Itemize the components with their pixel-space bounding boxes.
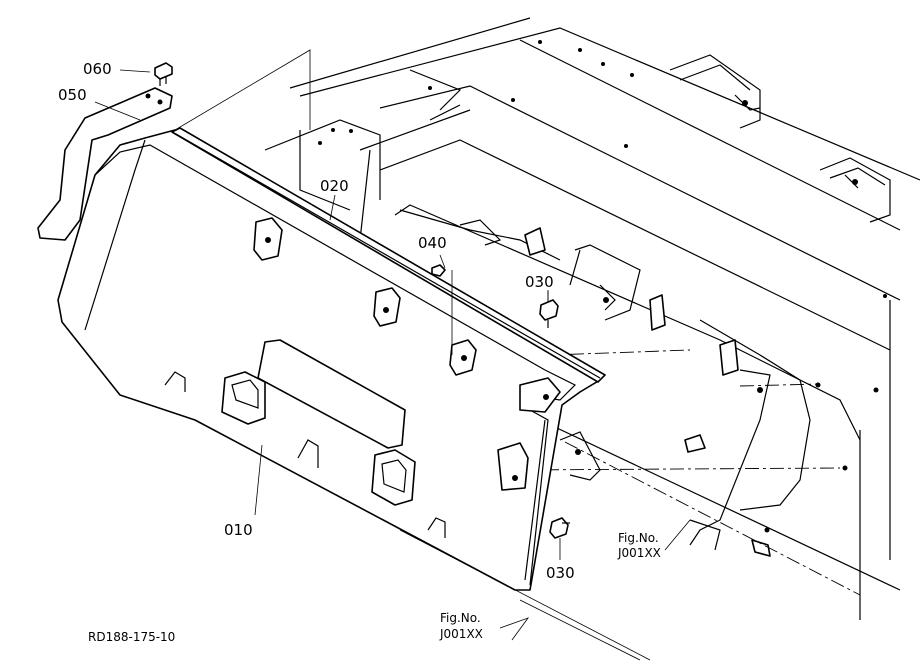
callout-010: 010 bbox=[224, 521, 253, 539]
callout-020: 020 bbox=[320, 177, 349, 195]
callout-030-upper: 030 bbox=[525, 273, 554, 291]
fig-ref-bottom-line1: Fig.No. bbox=[440, 611, 481, 625]
leader-lines bbox=[94, 49, 691, 641]
part-030-bolt-upper bbox=[539, 299, 559, 328]
part-030-bolt-lower bbox=[549, 517, 570, 539]
vehicle-frame bbox=[264, 17, 920, 661]
mounting-bracket-assembly bbox=[399, 209, 879, 557]
drawing-code: RD188-175-10 bbox=[88, 630, 175, 644]
callout-040: 040 bbox=[418, 234, 447, 252]
part-020-seal bbox=[171, 127, 606, 383]
callout-030-lower: 030 bbox=[546, 564, 575, 582]
fig-ref-right-line1: Fig.No. bbox=[618, 531, 659, 545]
part-050-plate bbox=[37, 87, 173, 241]
fig-ref-bottom-line2: J001XX bbox=[439, 627, 483, 641]
part-040-bolt bbox=[431, 264, 446, 277]
callout-060: 060 bbox=[83, 60, 112, 78]
part-010-cover-panel bbox=[57, 129, 601, 591]
callout-050: 050 bbox=[58, 86, 87, 104]
part-060-bolt bbox=[154, 62, 173, 86]
fig-ref-right-line2: J001XX bbox=[617, 546, 661, 560]
